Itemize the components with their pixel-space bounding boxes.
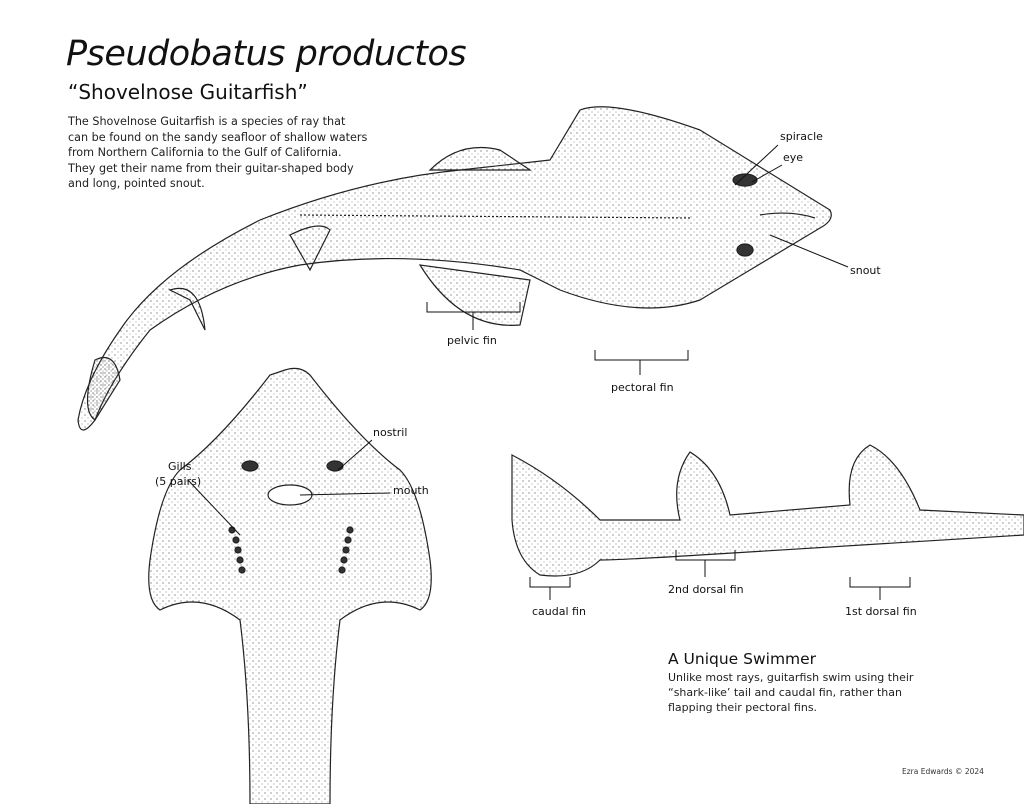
- label-pelvic-fin: pelvic fin: [447, 334, 497, 347]
- page-title: Pseudobatus productos: [66, 34, 467, 74]
- gill-slits: [228, 526, 354, 574]
- label-mouth: mouth: [393, 484, 429, 497]
- swimmer-body: Unlike most rays, guitarfish swim using …: [668, 671, 914, 714]
- label-snout: snout: [850, 264, 881, 277]
- label-second-dorsal-fin: 2nd dorsal fin: [668, 583, 744, 596]
- common-name: “Shovelnose Guitarfish”: [68, 80, 308, 104]
- label-gills: Gills: [168, 460, 192, 473]
- credit: Ezra Edwards © 2024: [902, 767, 984, 776]
- ventral-view: [148, 367, 432, 804]
- swimmer-heading: A Unique Swimmer: [668, 650, 817, 668]
- label-pectoral-fin: pectoral fin: [611, 381, 674, 394]
- label-spiracle: spiracle: [780, 130, 823, 143]
- leader-lines: [187, 144, 911, 600]
- label-caudal-fin: caudal fin: [532, 605, 586, 618]
- label-eye: eye: [783, 151, 804, 164]
- label-nostril: nostril: [373, 426, 408, 439]
- dorsal-view: [77, 106, 832, 431]
- label-first-dorsal-fin: 1st dorsal fin: [845, 605, 917, 618]
- label-gills-count: (5 pairs): [155, 475, 202, 488]
- intro-paragraph: The Shovelnose Guitarfish is a species o…: [68, 115, 368, 190]
- side-view: [511, 444, 1024, 577]
